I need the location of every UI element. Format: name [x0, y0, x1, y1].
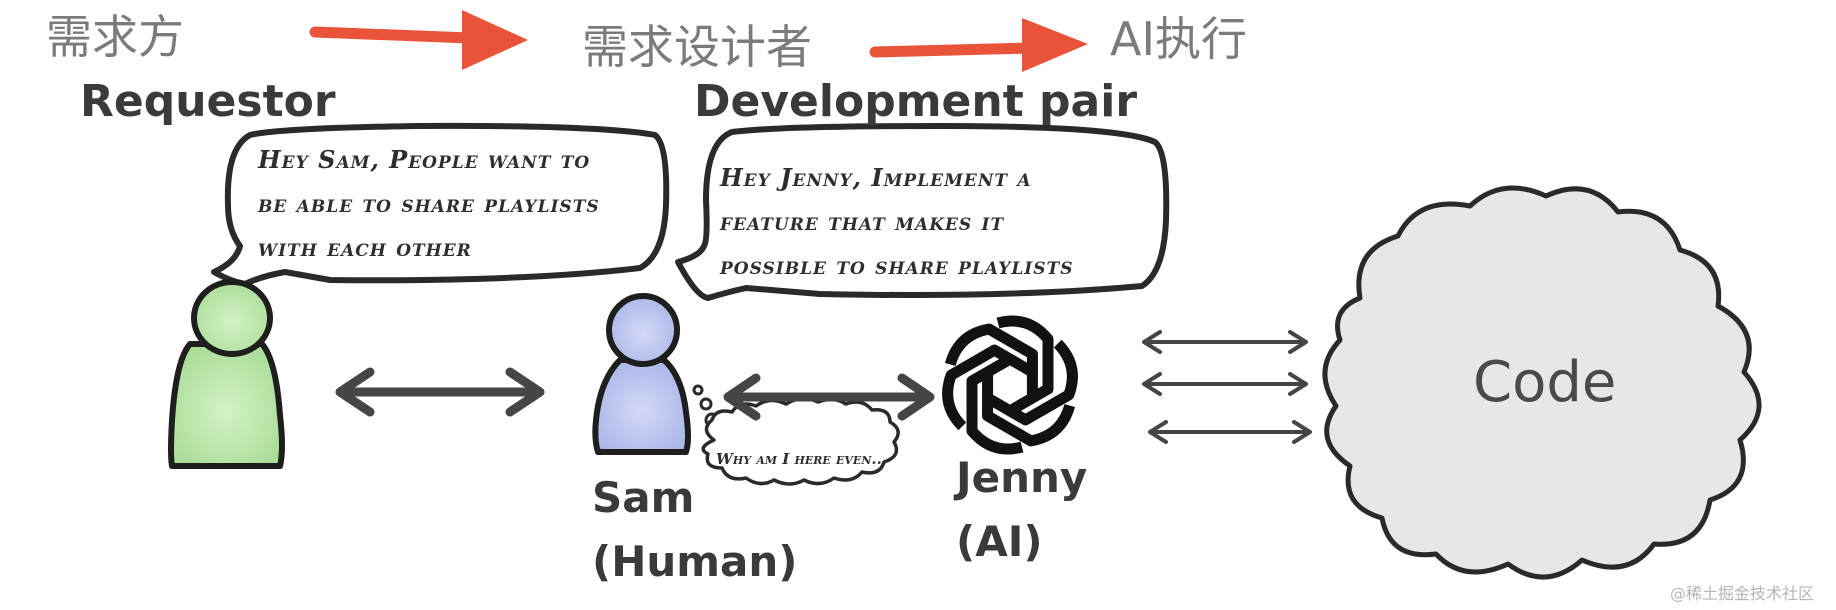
thought-cloud — [701, 396, 900, 486]
sam-name: Sam — [592, 473, 695, 522]
jenny-code-arrow-3 — [1148, 420, 1312, 444]
sam-role: (Human) — [592, 537, 798, 586]
ai-exec-cn-label: AI执行 — [1110, 12, 1248, 66]
openai-logo-icon — [942, 315, 1078, 455]
requestor-bubble-line: Hey Sam, People want to — [258, 145, 591, 174]
requester-cn-label: 需求方 — [46, 10, 184, 64]
sam-bubble-text: Hey Jenny, Implement a feature that make… — [720, 156, 1073, 288]
sam-figure — [592, 293, 691, 455]
thought-text: Why am I here even... — [716, 450, 888, 468]
sam-bubble-line: Hey Jenny, Implement a — [720, 163, 1032, 192]
development-pair-title: Development pair — [694, 76, 1138, 127]
requestor-title: Requestor — [80, 76, 336, 127]
watermark: @稀土掘金技术社区 — [1670, 584, 1815, 603]
jenny-code-arrow-2 — [1142, 372, 1308, 396]
sam-name-label: Sam (Human) — [592, 466, 797, 594]
requestor-bubble-line: be able to share playlists — [258, 189, 600, 218]
designer-cn-label: 需求设计者 — [582, 20, 812, 74]
requestor-speech-bubble — [211, 122, 670, 287]
sam-bubble-line: possible to share playlists — [720, 251, 1074, 280]
red-arrow-1 — [309, 10, 528, 70]
sam-speech-bubble — [675, 123, 1170, 301]
sam-jenny-arrow — [723, 373, 935, 421]
jenny-name: Jenny — [956, 453, 1088, 502]
code-cloud — [1322, 185, 1762, 580]
code-label: Code — [1473, 350, 1617, 415]
requestor-sam-arrow — [335, 367, 545, 417]
red-arrow-2 — [869, 18, 1088, 72]
sam-bubble-line: feature that makes it — [720, 207, 1005, 236]
requestor-bubble-text: Hey Sam, People want to be able to share… — [258, 138, 600, 270]
requestor-bubble-line: with each other — [258, 233, 472, 262]
jenny-role: (AI) — [956, 517, 1043, 566]
jenny-code-arrow-1 — [1142, 330, 1308, 354]
jenny-name-label: Jenny (AI) — [956, 446, 1087, 574]
requestor-figure — [168, 279, 285, 469]
